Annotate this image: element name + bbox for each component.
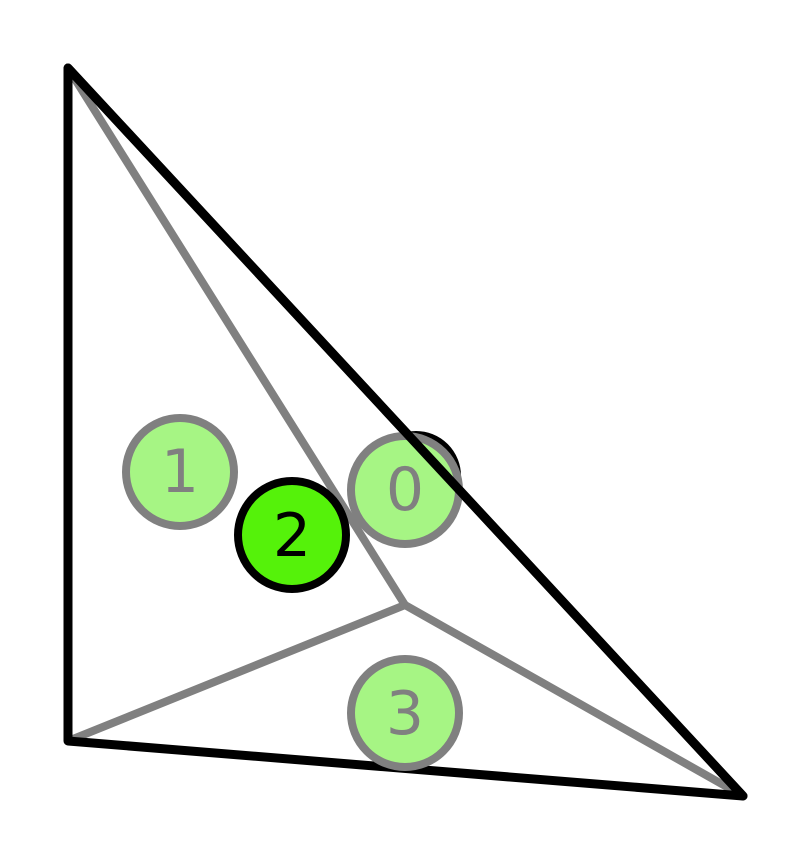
node-1-circle: [122, 414, 238, 530]
node-1[interactable]: 1: [122, 414, 238, 530]
inner-edges: [64, 64, 747, 800]
node-3-label: 3: [386, 679, 424, 749]
inner-edge-left: [64, 601, 409, 745]
outer-hypotenuse-overlay: [63, 63, 748, 801]
inner-edge-top: [64, 64, 409, 609]
node-0[interactable]: 0: [347, 432, 463, 548]
node-0-label: 0: [386, 455, 424, 525]
node-2-label: 2: [273, 501, 311, 571]
node-1-label: 1: [161, 437, 199, 507]
node-2-circle: [234, 477, 350, 593]
node-3-circle: [347, 655, 463, 771]
inner-edge-right: [401, 601, 747, 800]
node-3[interactable]: 3: [347, 655, 463, 771]
node-2[interactable]: 2: [234, 477, 350, 593]
